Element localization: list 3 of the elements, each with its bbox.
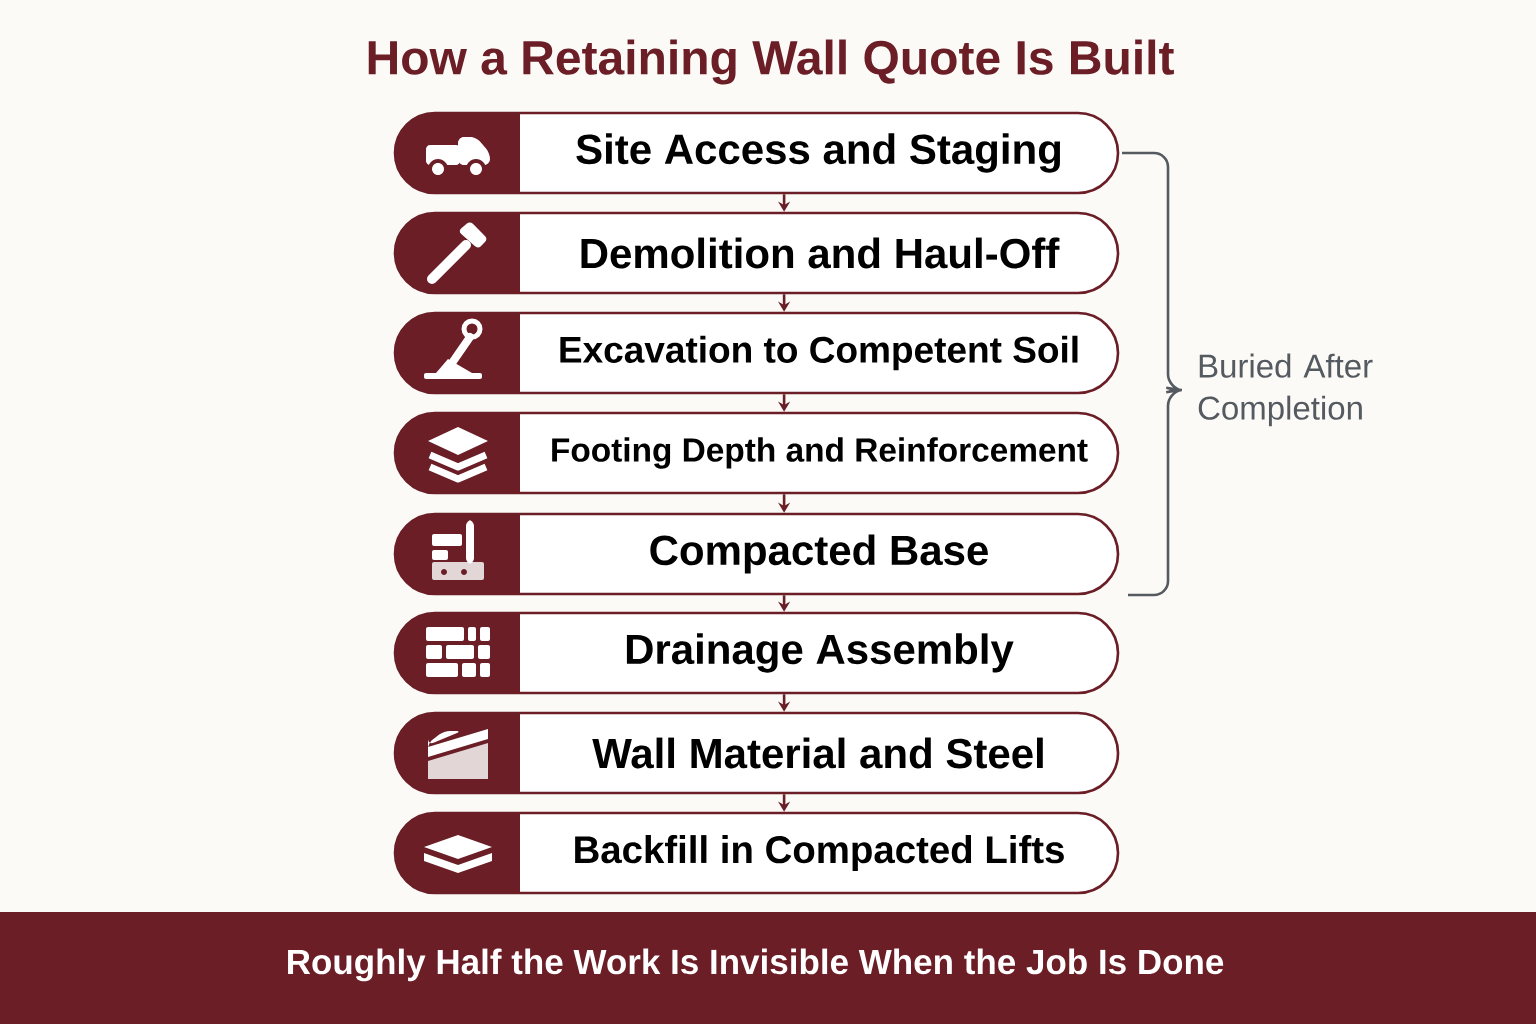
brace-label: Buried After Completion	[1198, 353, 1373, 427]
caption-banner: Roughly Half the Work Is Invisible When the Job Is Done	[0, 912, 1536, 1024]
title: How a Retaining Wall Quote Is Built	[368, 39, 1174, 85]
